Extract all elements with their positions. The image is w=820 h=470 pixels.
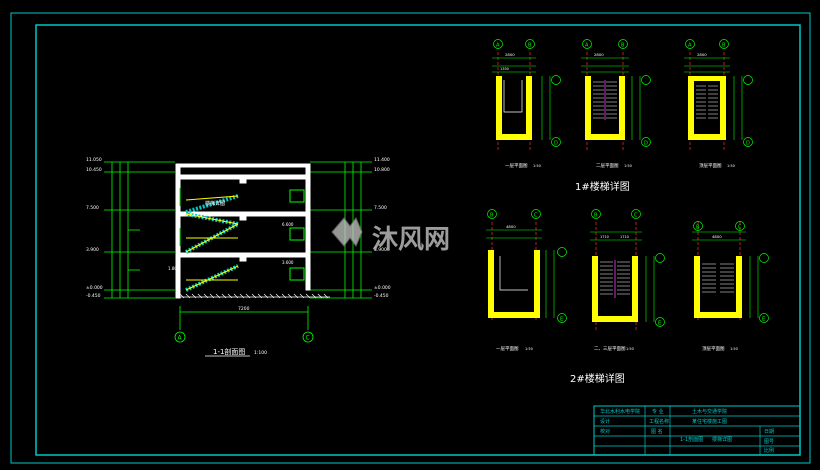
level-left-4: ±0.000: [86, 285, 103, 291]
section-left-dims: [104, 161, 175, 299]
stair2-plan3-axis-b: C: [738, 225, 742, 231]
stair1-plan2-dim: 2800: [594, 52, 604, 57]
level-right-1: 10.800: [374, 167, 390, 173]
stair1-plan3-scale: 1:50: [727, 164, 735, 168]
stair2-plan3-caption: 顶层平面图: [702, 346, 725, 352]
tb-row2b: 图 名: [651, 428, 663, 435]
tb-checker: 校对: [600, 428, 610, 435]
inner-level-2: 1.800: [168, 266, 180, 271]
stair2-plan1-axis-b: C: [534, 213, 538, 219]
outer-border: [10, 12, 811, 464]
section-windows: [179, 188, 305, 281]
stair2-plan1-caption: 一层平面图: [496, 346, 519, 352]
inner-border: [35, 24, 801, 456]
watermark: 沐风网: [331, 217, 450, 255]
level-right-2: 7.500: [374, 205, 387, 211]
section-span-dim: 7200: [238, 306, 250, 312]
stair1-plan-1: A B D 2800 1350 一层平面图 1:50: [492, 39, 561, 169]
stair1-plan1-axis-side: D: [554, 141, 558, 147]
section-title: 1-1剖面图: [213, 347, 245, 356]
stair1-title: 1#楼梯详图: [575, 180, 630, 193]
level-left-5: -0.450: [86, 293, 101, 299]
stair1-plan-2: A B D 2800 二层平面图 1:50: [581, 39, 651, 169]
tb-drawing-a: 1-1剖面图: [680, 436, 703, 443]
stair1-plan1-axis-b: B: [528, 43, 532, 49]
tb-scale: 比例: [764, 447, 774, 454]
tb-major: 专 业: [652, 408, 664, 415]
stair1-plan3-axis-b: B: [722, 43, 726, 49]
inner-level-0: 6.600: [282, 222, 294, 227]
level-left-0: 11.050: [86, 157, 102, 163]
axis-label-left: A: [178, 335, 183, 342]
stair2-plan1-dim: 4800: [506, 224, 516, 229]
stair2-plan1-scale: 1:50: [525, 347, 533, 351]
stair2-plan2-scale: 1:50: [626, 347, 634, 351]
title-block: 华北水利水电学院 专 业 土木与交通学院 设计 工程名称 某住宅楼施工图 校对 …: [593, 405, 801, 456]
level-right-0: 11.400: [374, 157, 390, 163]
level-right-3: 3.900: [374, 247, 387, 253]
stair1-plan1-dim2: 1350: [500, 67, 509, 71]
level-right-4: ±0.000: [374, 285, 391, 291]
stair1-plans: A B D 2800 1350 一层平面图 1:50: [492, 39, 753, 193]
level-right-5: -0.450: [374, 293, 389, 299]
section-stair-note: 楼梯详图: [205, 200, 225, 207]
stair1-plan1-dim: 2800: [505, 52, 515, 57]
section-scale: 1:100: [254, 350, 267, 356]
stair2-title: 2#楼梯详图: [570, 372, 625, 385]
stair2-plan2-axis-a: B: [594, 213, 598, 219]
tb-drawing-b: 楼梯详图: [712, 436, 732, 443]
stair1-plan2-caption: 二层平面图: [596, 163, 619, 169]
tb-school: 华北水利水电学院: [600, 408, 640, 415]
stair2-plan1-axis-side: E: [560, 317, 563, 323]
stair1-plan1-axis-a: A: [496, 43, 500, 49]
watermark-logo-icon: [331, 217, 363, 247]
stair1-plan1-scale: 1:50: [533, 164, 541, 168]
ground-hatch: [176, 293, 330, 299]
level-left-3: 3.900: [86, 247, 99, 253]
level-left-1: 10.450: [86, 167, 102, 173]
stair1-plan3-dim: 2800: [697, 52, 707, 57]
stair2-plan2-axis-side: E: [658, 321, 661, 327]
tb-sheet: 图号: [764, 439, 774, 445]
watermark-text: 沐风网: [372, 225, 450, 255]
stair2-plan-3: B C E 4800 顶层平面图 1:50: [692, 221, 769, 352]
tb-date: 日期: [764, 429, 774, 435]
axis-label-right: C: [306, 335, 310, 342]
inner-level-1: 3.600: [282, 260, 294, 265]
section-stair-flights: [185, 194, 239, 292]
stair2-plan-2: B C E 1710 1710 二、三层平面图 1:50: [590, 209, 665, 352]
stair2-plan-1: B C E 4800 一层平面图 1:50: [486, 209, 567, 352]
stair2-plan2-axis-b: C: [634, 213, 638, 219]
stair2-plan3-scale: 1:50: [730, 347, 738, 351]
axis-bubble-right: [302, 331, 314, 343]
axis-bubble-left: [174, 331, 186, 343]
stair1-plan3-axis-side: D: [746, 141, 750, 147]
stair1-plan3-axis-a: A: [688, 43, 692, 49]
section-bottom-dims: [179, 306, 309, 330]
section-1-1: 11.050 10.450 7.500 3.900 ±0.000 -0.450 …: [86, 157, 391, 357]
stair1-plan2-scale: 1:50: [624, 164, 632, 168]
stair2-plan2-dim2: 1710: [620, 235, 629, 239]
tb-row2a: 工程名称: [649, 418, 669, 425]
stair1-plan2-axis-a: A: [585, 43, 589, 49]
section-structure: [175, 163, 311, 299]
stair2-plan3-dim: 4800: [712, 234, 722, 239]
stair2-plan2-caption: 二、三层平面图: [594, 346, 626, 352]
tb-project: 某住宅楼施工图: [692, 418, 727, 425]
stair1-plan1-caption: 一层平面图: [505, 163, 528, 169]
stair2-plans: B C E 4800 一层平面图 1:50: [486, 209, 769, 385]
stair1-plan3-caption: 顶层平面图: [699, 163, 722, 169]
stair2-plan3-axis-side: E: [762, 317, 765, 323]
stair2-plan1-axis-a: B: [490, 213, 494, 219]
tb-dept: 土木与交通学院: [692, 408, 727, 415]
stair2-plan3-axis-a: B: [696, 225, 700, 231]
stair1-plan2-axis-side: D: [644, 141, 648, 147]
stair1-plan2-axis-b: B: [621, 43, 625, 49]
level-left-2: 7.500: [86, 205, 99, 211]
stair1-plan-3: A B D 2800 顶层平面图 1:50: [684, 39, 753, 169]
tb-designer: 设计: [600, 418, 610, 425]
stair2-plan2-dim1: 1710: [600, 235, 609, 239]
